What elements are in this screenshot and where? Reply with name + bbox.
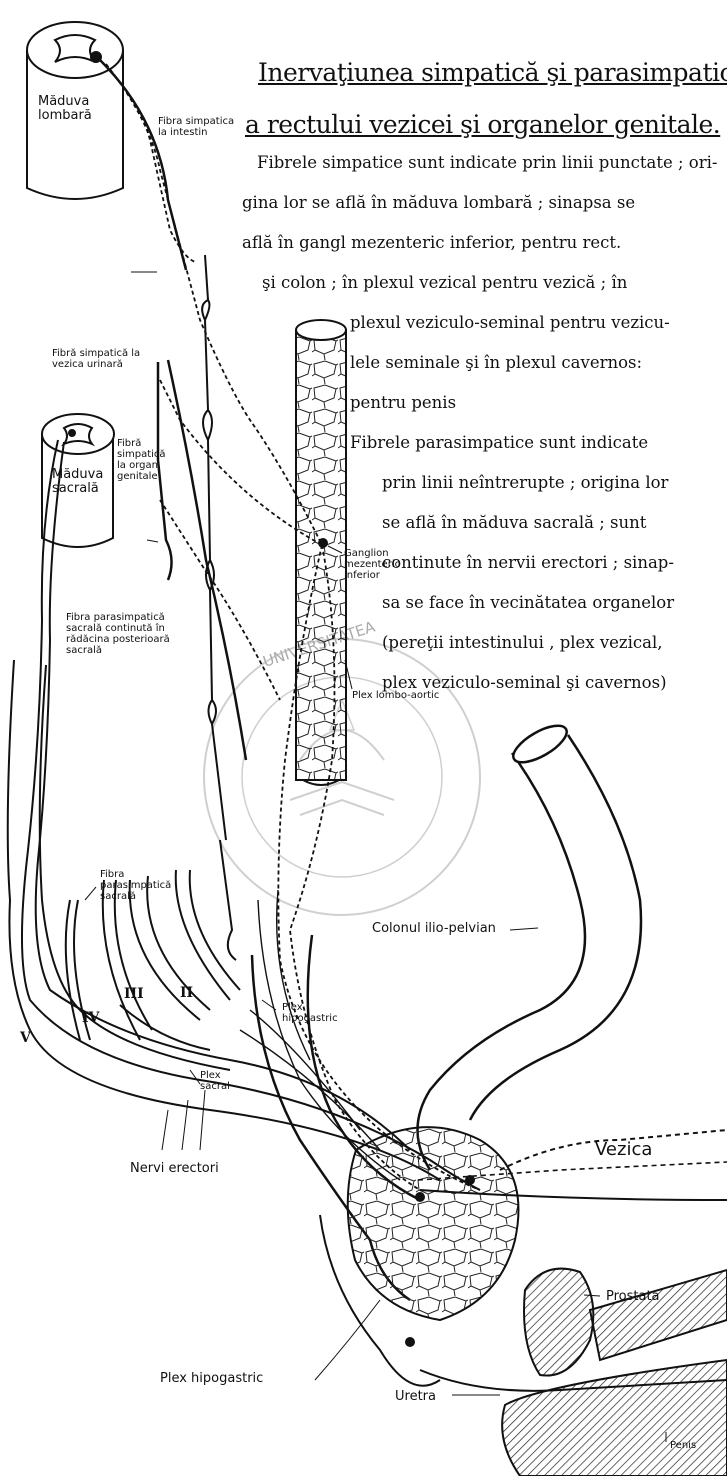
label-maduva-sacrala: Măduva sacrală [52,468,104,496]
label-plex-hipogastric-small: Plex hipogastric [282,1002,342,1024]
label-fibra-simpatica-organ: Fibră simpatică la organ genitale [117,438,177,482]
label-plex-hipogastric: Plex hipogastric [160,1372,263,1386]
colon-ilio-pelvian [418,719,642,1170]
label-nervi-erectori: Nervi erectori [130,1162,219,1176]
para-line-11: continute în nervii erectori ; sinap- [382,550,674,576]
root-iv: IV [82,1010,99,1026]
para-line-12: sa se face în vecinătatea organelor [382,590,674,616]
label-vezica: Vezica [595,1140,652,1160]
para-line-7: pentru penis [350,390,456,416]
label-penis: Penis [670,1440,696,1451]
penis-shaft [502,1360,727,1476]
para-line-8: Fibrele parasimpatice sunt indicate [350,430,648,456]
label-maduva-lombara: Măduva lombară [38,95,98,123]
para-line-5: plexul veziculo-seminal pentru vezicu- [350,310,670,336]
para-line-2: gina lor se află în măduva lombară ; sin… [242,190,635,216]
sympathetic-chain [202,255,236,960]
label-fibra-parasimpatica: Fibra parasimpatică sacrală [100,869,180,902]
penis-upper [590,1270,727,1360]
para-line-1: Fibrele simpatice sunt indicate prin lin… [257,150,717,176]
prostata-shape [524,1269,593,1376]
para-line-3: află în gangl mezenteric inferior, pentr… [242,230,621,256]
para-line-9: prin linii neîntrerupte ; origina lor [382,470,668,496]
para-line-6: lele seminale şi în plexul cavernos: [350,350,642,376]
root-iii: III [124,986,144,1002]
para-line-10: se află în măduva sacrală ; sunt [382,510,646,536]
label-uretra: Uretra [395,1390,436,1404]
vezica-bladder [320,1127,518,1386]
label-plex-sacral: Plex sacral [200,1070,240,1092]
label-colonul: Colonul ilio-pelvian [372,922,496,936]
label-fibra-parasimpatica-sacrala-continuta: Fibra parasimpatică sacrală continută în… [66,612,176,656]
label-plex-lombo-aortic: Plex lombo-aortic [352,690,439,701]
label-fibra-simpatica-vezica: Fibră simpatică la vezica urinară [52,348,142,370]
root-v: V [20,1030,31,1046]
label-prostata: Prostata [606,1290,660,1304]
para-line-13: (pereţii intestinului , plex vezical, [382,630,663,656]
label-ganglion-mezenteric: Ganglion mezenteric inferior [344,548,402,581]
label-fibra-simpatica-intestin: Fibra simpatica la intestin [158,116,238,138]
title-line-2: a rectului vezicei şi organelor genitale… [245,110,720,139]
title-line-1: Inervaţiunea simpatică şi parasimpatică [258,58,727,87]
nervus-sacral-cable [8,660,440,1180]
root-ii: II [180,985,193,1001]
para-line-4: şi colon ; în plexul vezical pentru vezi… [262,270,627,296]
ganglion-dot [318,538,328,548]
